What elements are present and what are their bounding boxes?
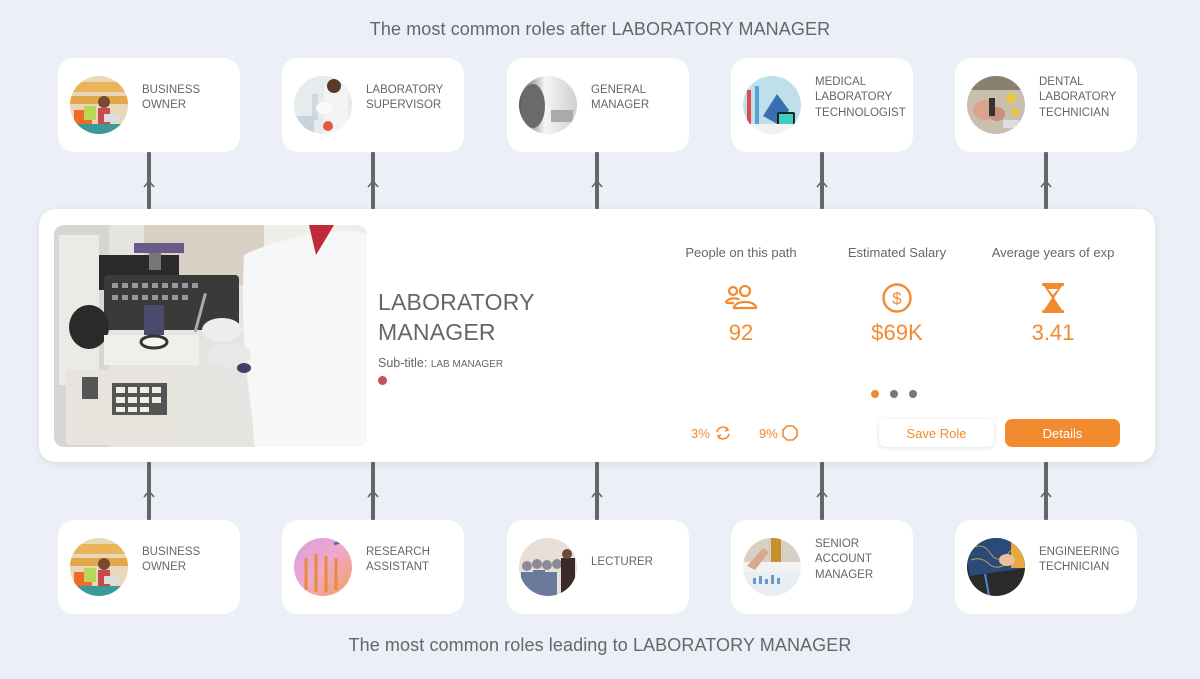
pagination-dot-1[interactable] [871, 390, 879, 398]
previous-roles-heading: The most common roles leading to LABORAT… [348, 635, 852, 655]
role-label: ENGINEERING TECHNICIAN [1039, 545, 1120, 574]
previous-role-card[interactable]: LECTURER [507, 520, 689, 614]
role-avatar [743, 76, 801, 134]
stat-value: 92 [728, 320, 754, 345]
stat-value: $69K [871, 320, 923, 345]
role-label: DENTAL LABORATORY TECHNICIAN [1039, 75, 1117, 119]
arrow-up-icon [591, 179, 603, 188]
stat-label: Average years of exp [991, 245, 1115, 260]
role-avatar [967, 76, 1025, 134]
stat-value: 3.41 [1031, 320, 1075, 345]
stat-salary: Estimated Salary $ $69K [817, 245, 977, 346]
arrow-up-icon [367, 179, 379, 188]
previous-role-card[interactable]: BUSINESS OWNER [58, 520, 240, 614]
next-roles-heading: The most common roles after LABORATORY M… [369, 19, 831, 39]
pagination-dot-2[interactable] [890, 390, 898, 398]
stat-people: People on this path 92 [661, 245, 821, 346]
role-subtitle: Sub-title: LAB MANAGER [378, 356, 503, 370]
role-title: LABORATORY MANAGER [378, 289, 535, 345]
arrow-up-icon [816, 179, 828, 188]
people-icon [661, 282, 821, 314]
role-avatar [294, 538, 352, 596]
next-roles-row: BUSINESS OWNER LABORATORY SUPERVISOR GEN… [0, 58, 1200, 153]
previous-roles-row: BUSINESS OWNER RESEARCH ASSISTANT LECTUR… [0, 520, 1200, 615]
dollar-circle-icon: $ [817, 282, 977, 314]
connector-line [147, 462, 151, 520]
previous-role-card[interactable]: ENGINEERING TECHNICIAN [955, 520, 1137, 614]
current-role-card: LABORATORY MANAGER Sub-title: LAB MANAGE… [39, 209, 1155, 462]
stat-label: People on this path [685, 245, 797, 260]
mini-stat-octagon: 9% [759, 425, 798, 441]
arrow-up-icon [1040, 179, 1052, 188]
role-label: BUSINESS OWNER [142, 545, 201, 574]
role-avatar [743, 538, 801, 596]
subtitle-value: LAB MANAGER [430, 359, 504, 370]
subtitle-label: Sub-title: [378, 356, 428, 370]
role-label: MEDICAL LABORATORY TECHNOLOGIST [815, 75, 906, 119]
octagon-icon [781, 425, 798, 441]
next-role-card[interactable]: LABORATORY SUPERVISOR [282, 58, 464, 152]
role-label: GENERAL MANAGER [591, 83, 650, 112]
role-label: BUSINESS OWNER [142, 83, 201, 112]
role-avatar [967, 538, 1025, 596]
connector-line [371, 462, 375, 520]
save-role-button[interactable]: Save Role [879, 419, 994, 447]
role-label: LECTURER [591, 556, 653, 569]
previous-role-card[interactable]: RESEARCH ASSISTANT [282, 520, 464, 614]
connector-line [595, 462, 599, 520]
stat-experience: Average years of exp 3.41 [973, 245, 1133, 346]
mini-stat-cycle: 3% [691, 425, 732, 441]
role-avatar [70, 538, 128, 596]
arrow-up-icon [143, 179, 155, 188]
previous-role-card[interactable]: SENIOR ACCOUNT MANAGER [731, 520, 913, 614]
role-avatar [519, 538, 577, 596]
details-button[interactable]: Details [1005, 419, 1120, 447]
next-role-card[interactable]: DENTAL LABORATORY TECHNICIAN [955, 58, 1137, 152]
next-role-card[interactable]: MEDICAL LABORATORY TECHNOLOGIST [731, 58, 913, 152]
cycle-arrows-icon [716, 426, 730, 440]
status-dot [378, 376, 387, 385]
stat-label: Estimated Salary [847, 245, 947, 260]
pagination-dots [871, 390, 917, 398]
svg-text:$: $ [892, 289, 902, 308]
hourglass-icon [973, 282, 1133, 314]
pagination-dot-3[interactable] [909, 390, 917, 398]
role-hero-image [54, 225, 367, 447]
role-label: LABORATORY SUPERVISOR [366, 83, 444, 112]
next-role-card[interactable]: BUSINESS OWNER [58, 58, 240, 152]
role-avatar [294, 76, 352, 134]
connector-line [820, 462, 824, 520]
next-role-card[interactable]: GENERAL MANAGER [507, 58, 689, 152]
role-label: RESEARCH ASSISTANT [366, 545, 430, 574]
role-label: SENIOR ACCOUNT MANAGER [815, 537, 874, 581]
role-avatar [70, 76, 128, 134]
role-avatar [519, 76, 577, 134]
connector-line [1044, 462, 1048, 520]
